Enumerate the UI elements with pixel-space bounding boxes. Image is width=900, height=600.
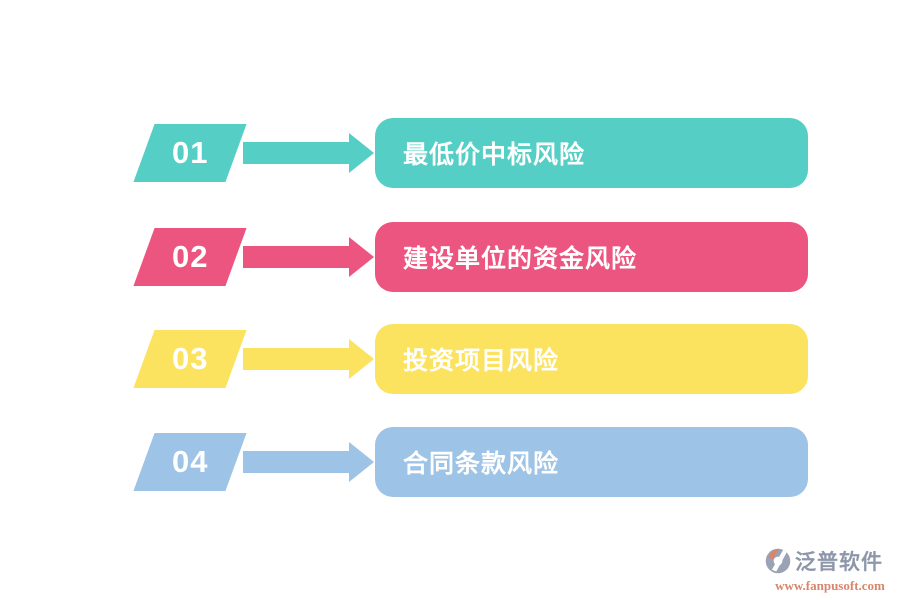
risk-label-pill-3: 投资项目风险 — [375, 324, 808, 394]
step-number: 01 — [171, 135, 209, 170]
arrow-head-icon — [349, 237, 374, 277]
risk-row-4: 04 合同条款风险 — [0, 427, 900, 497]
fanpu-logo-top: 泛普软件 — [764, 545, 896, 577]
logo-text: 泛普软件 — [795, 551, 883, 574]
step-number: 03 — [171, 341, 209, 376]
step-number: 04 — [171, 444, 209, 479]
arrow-right-icon — [243, 451, 350, 473]
step-number: 02 — [171, 239, 209, 274]
risk-label-pill-4: 合同条款风险 — [375, 427, 808, 497]
risk-label-pill-1: 最低价中标风险 — [375, 118, 808, 188]
step-number-badge-1: 01 — [133, 124, 247, 182]
step-number-badge-4: 04 — [133, 433, 247, 491]
risk-label: 合同条款风险 — [403, 450, 560, 478]
arrow-head-icon — [349, 133, 374, 173]
fanpu-logo: 泛普软件 www.fanpusoft.com — [764, 545, 896, 594]
fanpu-logo-icon — [764, 547, 792, 575]
logo-url: www.fanpusoft.com — [775, 578, 885, 593]
arrow-right-icon — [243, 348, 350, 370]
risk-row-1: 01 最低价中标风险 — [0, 118, 900, 188]
risk-row-3: 03 投资项目风险 — [0, 324, 900, 394]
arrow-head-icon — [349, 442, 374, 482]
step-number-badge-2: 02 — [133, 228, 247, 286]
arrow-head-icon — [349, 339, 374, 379]
risk-label: 投资项目风险 — [403, 347, 560, 375]
arrow-right-icon — [243, 246, 350, 268]
arrow-right-icon — [243, 142, 350, 164]
risk-label-pill-2: 建设单位的资金风险 — [375, 222, 808, 292]
risk-row-2: 02 建设单位的资金风险 — [0, 222, 900, 292]
risk-label: 最低价中标风险 — [403, 141, 586, 169]
risk-label: 建设单位的资金风险 — [403, 245, 638, 273]
step-number-badge-3: 03 — [133, 330, 247, 388]
